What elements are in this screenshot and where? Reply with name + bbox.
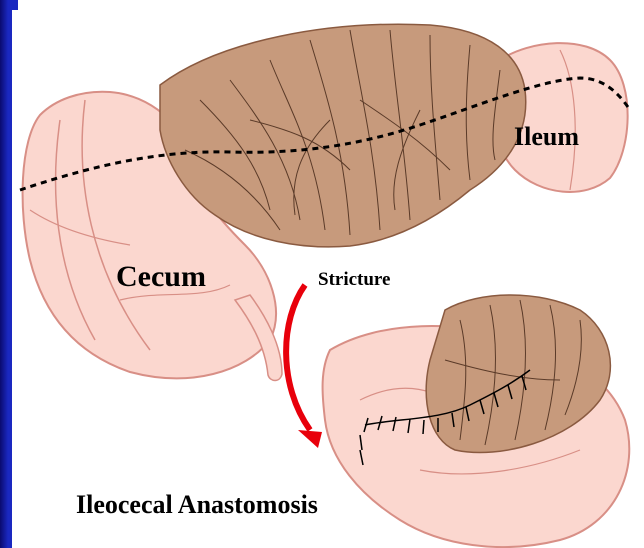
stricture-label: Stricture <box>318 269 390 291</box>
cecum-label: Cecum <box>116 260 206 294</box>
anastomosis-bowel <box>323 295 630 547</box>
ileum-label: Ileum <box>514 122 579 152</box>
anastomosis-label: Ileocecal Anastomosis <box>76 490 318 520</box>
mesentery <box>160 24 526 247</box>
transition-arrow <box>286 285 322 448</box>
